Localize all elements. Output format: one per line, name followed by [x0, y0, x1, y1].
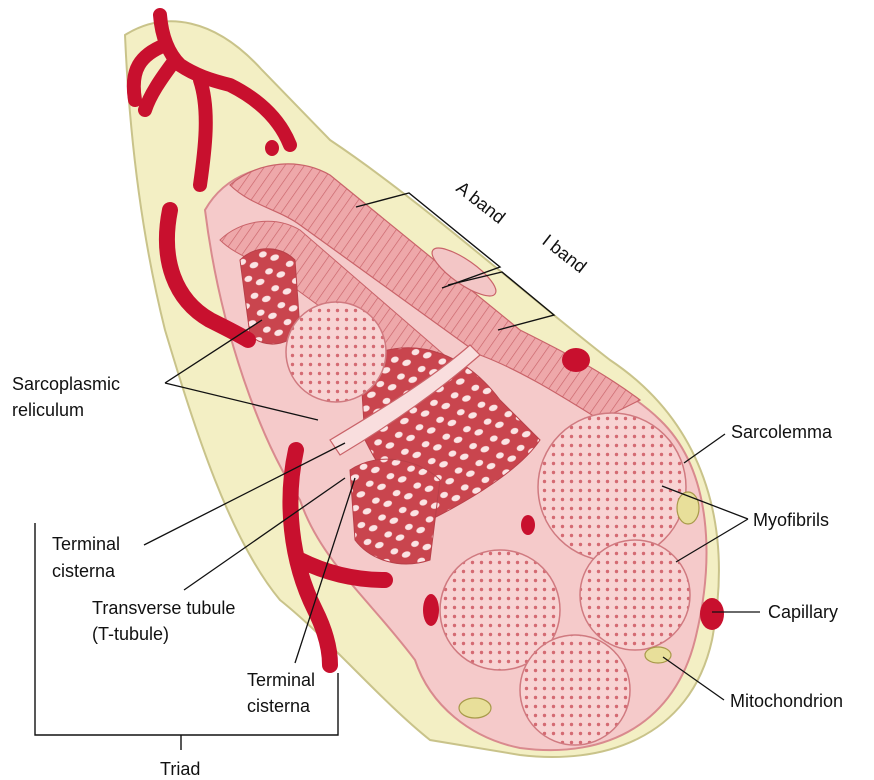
myofibrils-label: Myofibrils: [753, 510, 829, 530]
mitochondrion-shape: [677, 492, 699, 524]
terminal-cisterna-label-b: Terminal: [247, 670, 315, 690]
myofibril-section: [520, 635, 630, 745]
terminal-cisterna-label-b2: cisterna: [247, 696, 311, 716]
sarcoplasmic-reticulum-network-3: [350, 459, 440, 564]
terminal-cisterna-label: Terminal: [52, 534, 120, 554]
a-band-label: A band: [453, 177, 509, 227]
myofibril-section: [580, 540, 690, 650]
transverse-tubule-label-2: (T-tubule): [92, 624, 169, 644]
transverse-tubule-label: Transverse tubule: [92, 598, 235, 618]
mitochondrion-label: Mitochondrion: [730, 691, 843, 711]
capillary-stub: [265, 140, 279, 156]
capillary-stub: [700, 598, 724, 630]
capillary-stub: [562, 348, 590, 372]
sarcolemma-label: Sarcolemma: [731, 422, 833, 442]
mitochondrion-shape: [459, 698, 491, 718]
i-band-label: I band: [539, 230, 591, 277]
sarcoplasmic-reticulum-label-2: reliculum: [12, 400, 84, 420]
triad-label: Triad: [160, 759, 200, 779]
sarcoplasmic-reticulum-label: Sarcoplasmic: [12, 374, 120, 394]
capillary-stub: [521, 515, 535, 535]
capillary-label: Capillary: [768, 602, 838, 622]
capillary-stub: [423, 594, 439, 626]
myofibril-section: [286, 302, 386, 402]
terminal-cisterna-label-2: cisterna: [52, 561, 116, 581]
